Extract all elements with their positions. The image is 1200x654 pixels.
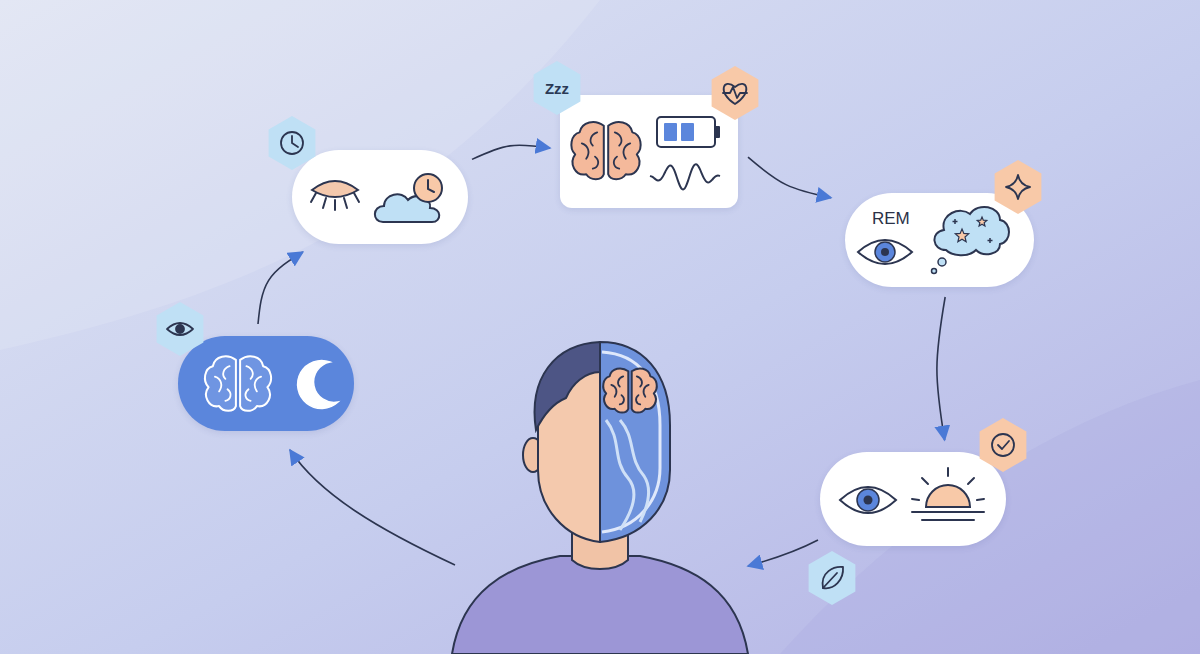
stage-card	[560, 95, 738, 208]
person-hair	[535, 342, 600, 430]
stage-pill	[292, 150, 468, 244]
sleep-badge-label: Zzz	[545, 80, 569, 97]
cycle-return-arrow	[290, 450, 455, 565]
eye-badge-icon	[167, 323, 193, 335]
background-sheen	[0, 0, 600, 350]
sparkle-badge-icon	[1006, 175, 1030, 199]
check-badge-icon	[992, 434, 1014, 456]
skull-outline	[602, 352, 660, 532]
stage-label: REM	[872, 209, 1034, 229]
cycle-arrow	[937, 297, 945, 440]
cycle-arrow	[472, 145, 550, 159]
person-torso	[452, 556, 748, 654]
stage-pill: REM	[845, 193, 1034, 287]
cycle-arrow	[258, 252, 303, 324]
clock-badge-icon	[281, 132, 303, 154]
brain-cross-section	[603, 368, 657, 412]
stage-pill	[820, 452, 1006, 546]
cycle-arrow	[748, 157, 831, 198]
badge-hexagon	[809, 551, 856, 605]
spine-channel	[620, 420, 648, 522]
background-sheen	[780, 380, 1200, 654]
head-cross-section	[600, 342, 670, 542]
head-divider	[599, 342, 601, 542]
leaf-badge-icon	[823, 567, 843, 588]
stage-pill-active	[178, 336, 354, 431]
cycle-return-arrow	[748, 540, 818, 566]
